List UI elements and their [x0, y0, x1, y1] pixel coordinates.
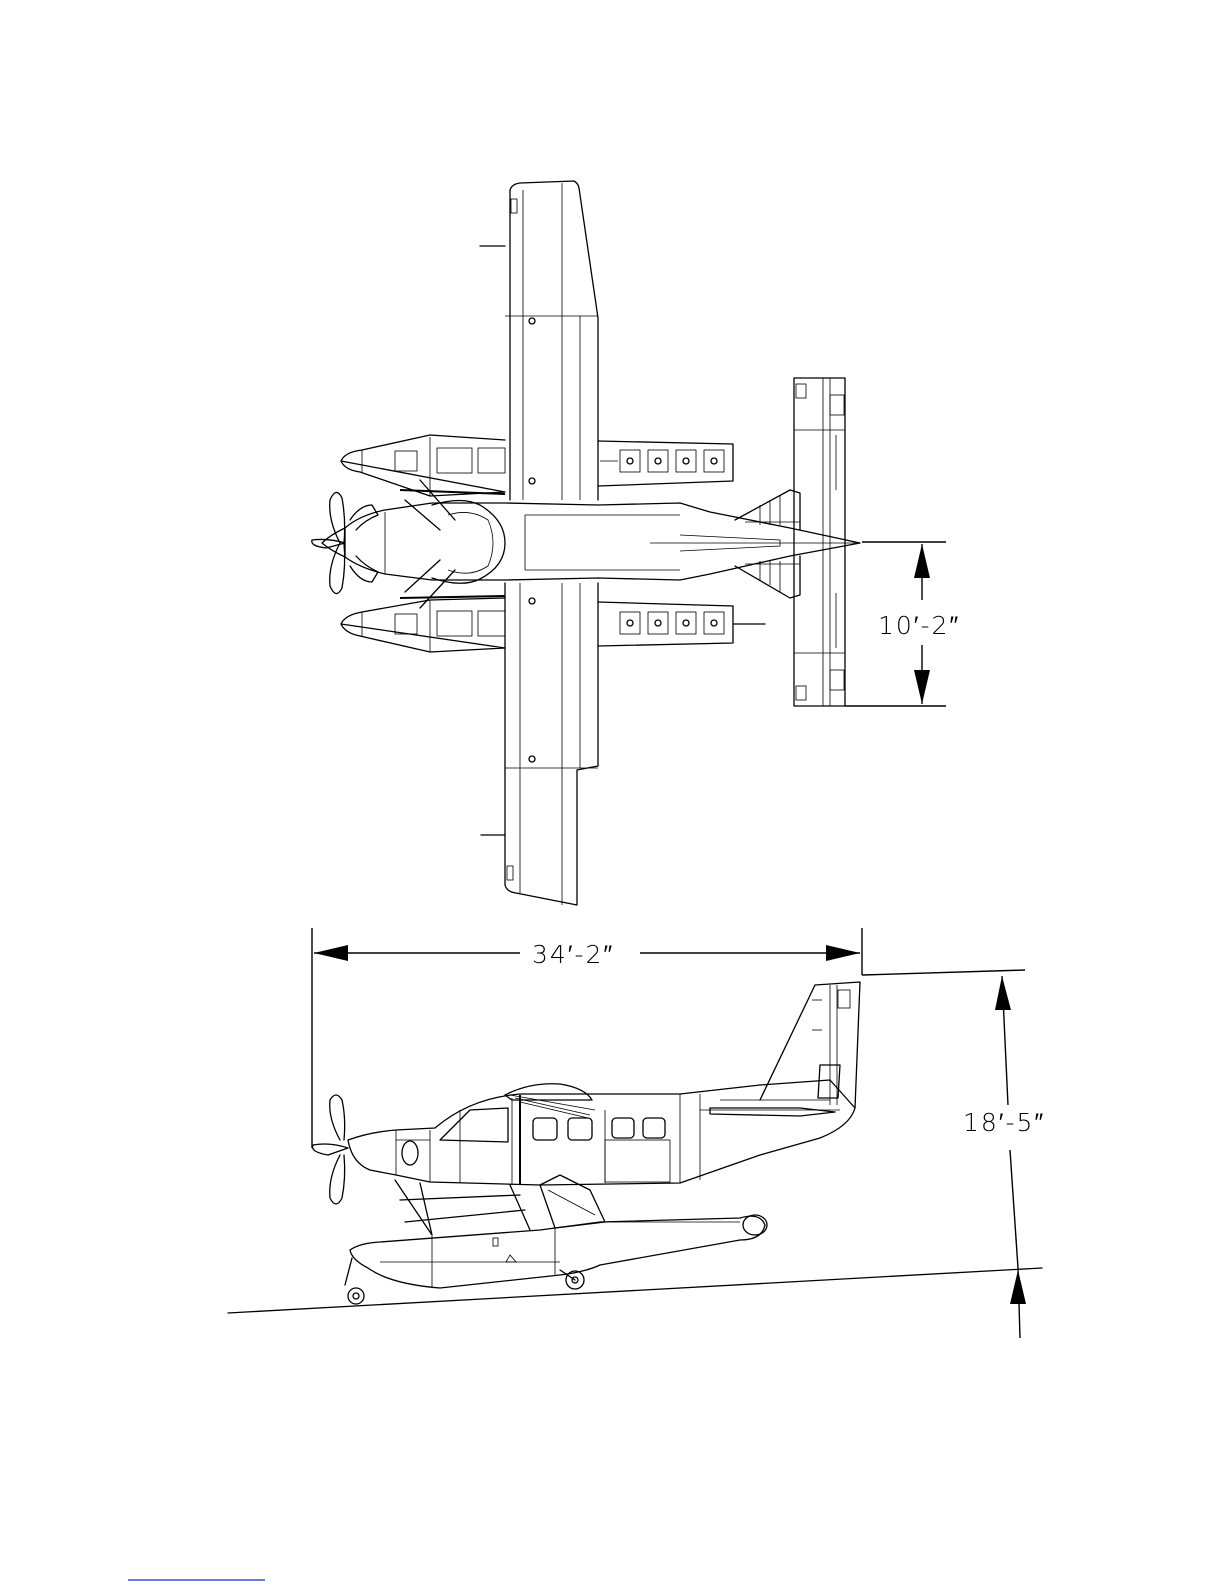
fuselage-top: [322, 501, 860, 584]
upper-wing: [480, 181, 598, 500]
float-side: [350, 1215, 767, 1288]
dimension-height-label: 18′-5″: [963, 1108, 1045, 1137]
horizontal-stabilizer-side: [710, 1108, 835, 1116]
top-view: [312, 181, 860, 905]
upper-float: [341, 435, 733, 496]
wing-side: [505, 1084, 595, 1185]
dimension-tail-span-label: 10′-2″: [878, 611, 960, 640]
vertical-tail-side: [760, 982, 860, 1108]
float-struts: [405, 480, 455, 608]
tail-surface-top: [794, 378, 845, 706]
dimension-height: [862, 970, 1026, 1338]
side-view: [228, 982, 1042, 1313]
lower-float: [341, 596, 765, 652]
horizontal-stabilizer-top: [735, 490, 800, 598]
dimension-length-label: 34′-2″: [532, 940, 614, 969]
propeller-side: [313, 1095, 348, 1204]
lower-wing: [481, 583, 598, 905]
landing-gear-side: [345, 1258, 584, 1304]
fuselage-side: [348, 1080, 855, 1185]
